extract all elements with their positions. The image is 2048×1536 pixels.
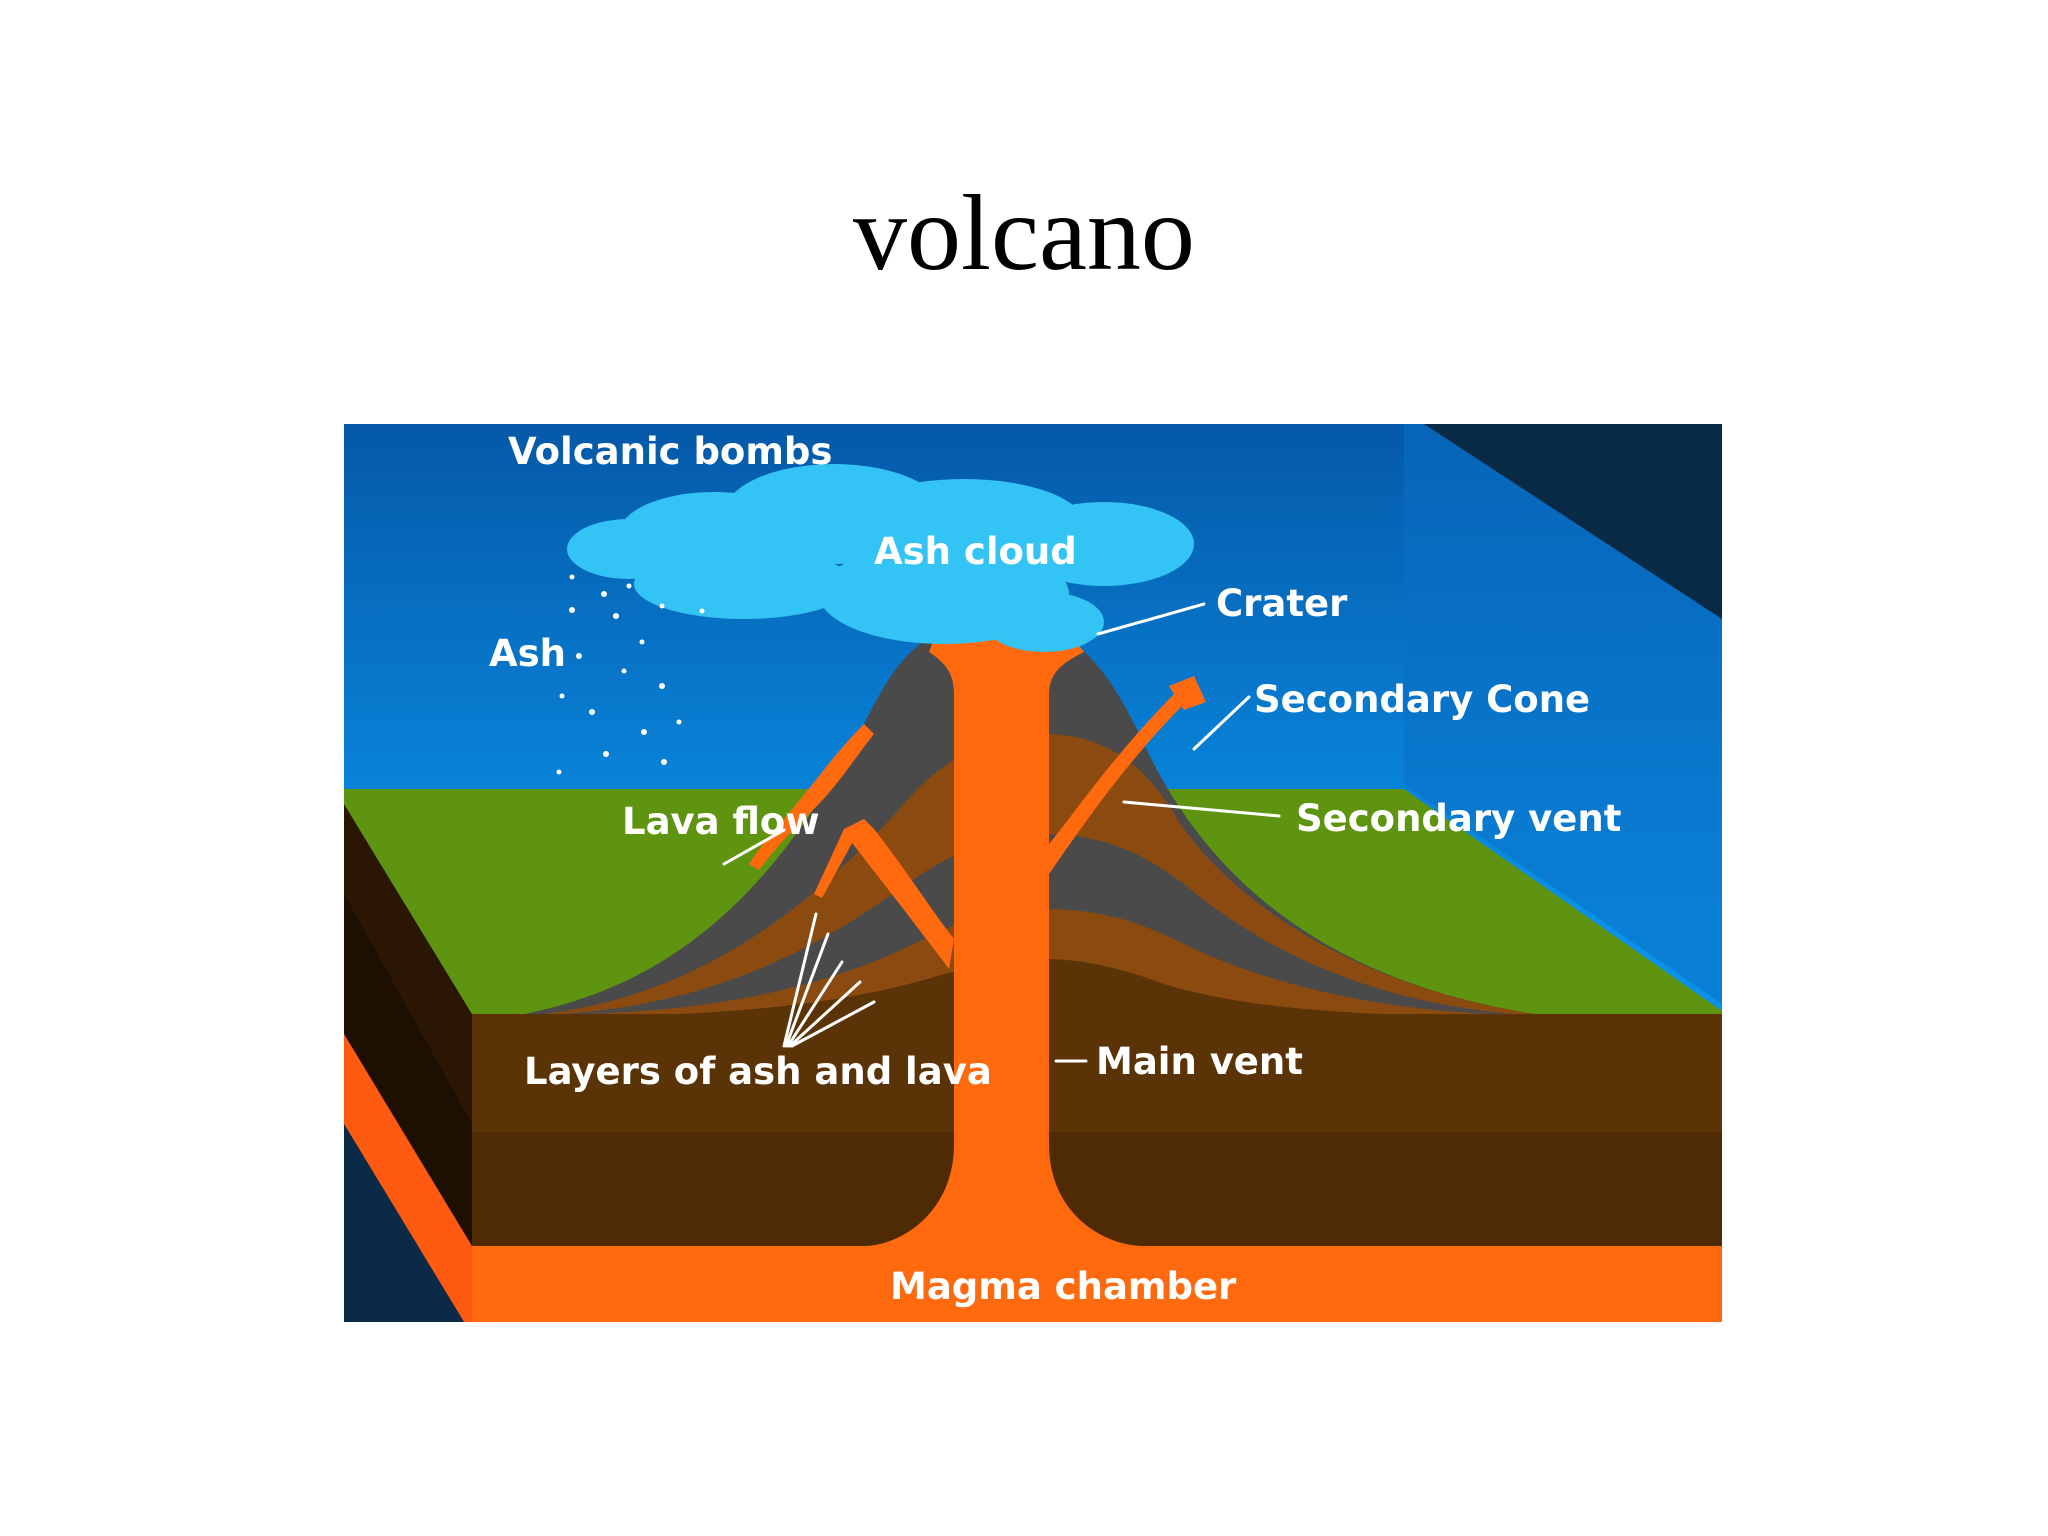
- label-layers: Layers of ash and lava: [524, 1050, 992, 1093]
- secondary-cone: [1169, 676, 1206, 710]
- label-ash: Ash: [489, 632, 566, 675]
- layers-leaders: [782, 912, 876, 1048]
- sky-back-panel: [1404, 424, 1722, 1004]
- volcano-diagram: Volcanic bombs Ash cloud Crater Ash Seco…: [344, 424, 1722, 1322]
- soil-lower: [472, 1132, 1722, 1246]
- secondary-vent-left: [814, 829, 856, 898]
- slide-title: volcano: [853, 174, 1195, 293]
- main-vent: [864, 631, 1144, 1246]
- crater-leader: [1096, 602, 1206, 636]
- lava-flow-leader: [722, 828, 786, 866]
- magma-left-face: [344, 1034, 472, 1322]
- secondary-vent-leader: [1122, 800, 1281, 818]
- label-main-vent: Main vent: [1096, 1040, 1303, 1083]
- secondary-cone-leader: [1192, 695, 1251, 751]
- label-crater: Crater: [1216, 582, 1348, 625]
- label-lava-flow: Lava flow: [622, 800, 820, 843]
- soil-upper: [472, 1014, 1722, 1132]
- label-secondary-vent: Secondary vent: [1296, 797, 1621, 840]
- ash-particles: [556, 574, 705, 775]
- left-bottom-shadow: [344, 1124, 464, 1322]
- secondary-vent: [1049, 689, 1189, 874]
- label-magma-chamber: Magma chamber: [890, 1265, 1237, 1308]
- secondary-branch-left: [844, 819, 954, 969]
- sky-corner-shadow: [1424, 424, 1722, 619]
- magma-chamber: [472, 1246, 1722, 1322]
- label-volcanic-bombs: Volcanic bombs: [508, 430, 832, 473]
- label-ash-cloud: Ash cloud: [874, 530, 1077, 573]
- ash-cloud: [567, 464, 1194, 652]
- label-secondary-cone: Secondary Cone: [1254, 678, 1590, 721]
